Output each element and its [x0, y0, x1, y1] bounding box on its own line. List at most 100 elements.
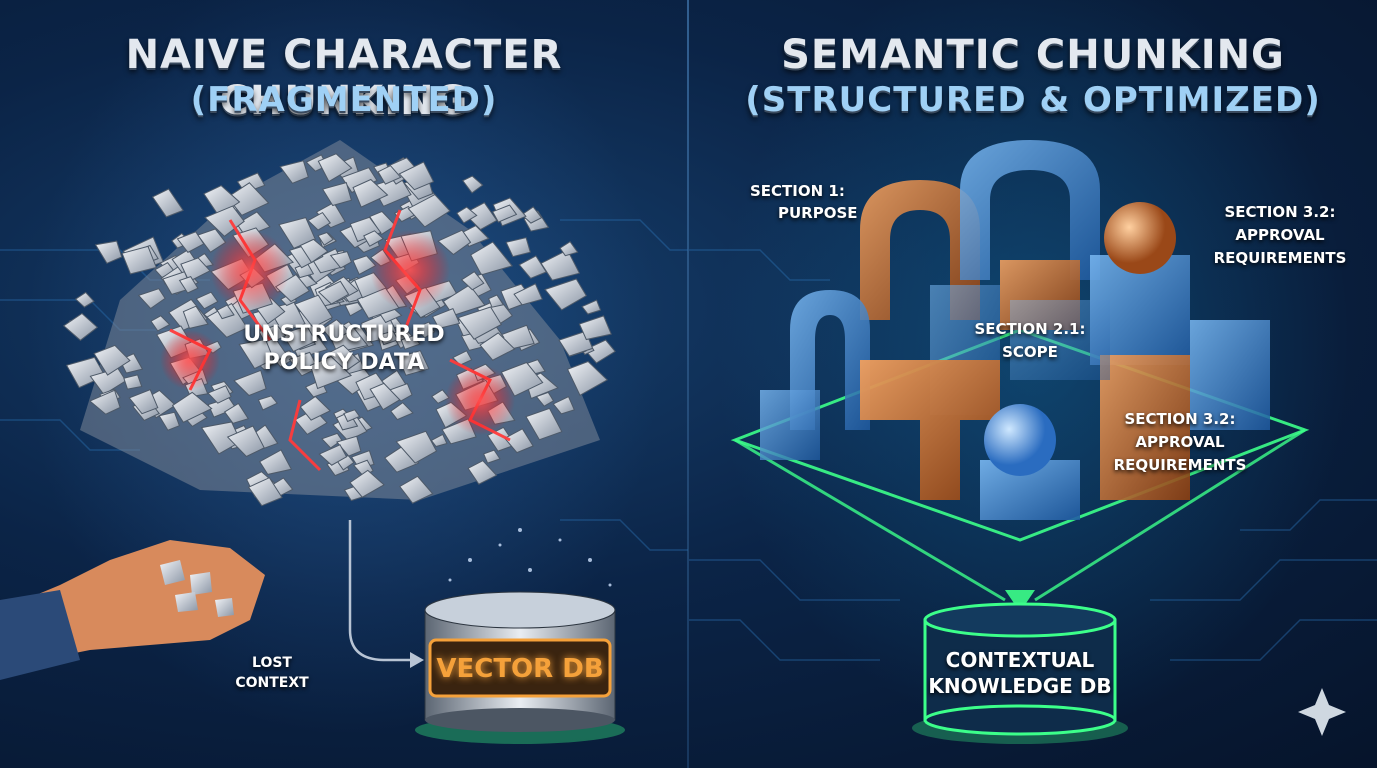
shard [216, 304, 235, 320]
shard [363, 230, 385, 247]
contextual-db-line2: KNOWLEDGE DB [928, 674, 1112, 698]
right-title-line1: SEMANTIC CHUNKING [781, 32, 1285, 78]
unstructured-label-line1: UNSTRUCTURED [243, 322, 445, 347]
shard [204, 205, 245, 237]
shard [336, 435, 362, 457]
particle-burst [448, 528, 612, 587]
shard [578, 315, 612, 341]
shard [467, 460, 498, 485]
semantic-blocks [760, 140, 1270, 520]
shard [238, 338, 275, 370]
shard [390, 402, 414, 421]
section21-line1: SECTION 2.1: [974, 320, 1086, 338]
shard [483, 449, 501, 464]
shard [317, 280, 350, 305]
shard [307, 211, 331, 231]
shard [430, 433, 448, 448]
shard [321, 181, 353, 207]
vector-db-cylinder [415, 591, 625, 744]
section32a-line1: SECTION 3.2: [1224, 203, 1336, 221]
shard [518, 255, 547, 279]
shard [121, 245, 157, 275]
shard [379, 330, 399, 346]
shard [395, 430, 438, 464]
shard [309, 355, 353, 390]
shard [299, 238, 329, 264]
unstructured-label-line2: POLICY DATA [263, 350, 425, 375]
shard [176, 231, 205, 253]
shard [294, 294, 334, 329]
shard [414, 321, 436, 339]
shard [317, 153, 353, 183]
section32a-line3: REQUIREMENTS [1213, 249, 1347, 267]
section32a-line2: APPROVAL [1235, 226, 1325, 244]
section32b-line3: REQUIREMENTS [1113, 456, 1247, 474]
shard [343, 409, 361, 423]
shard [158, 411, 181, 431]
flow-arrow [348, 520, 410, 662]
contextual-db-cylinder [912, 602, 1128, 744]
shard [457, 306, 503, 340]
shard [128, 389, 159, 415]
orange-sphere [1104, 202, 1176, 274]
four-point-star-icon [1298, 688, 1346, 736]
shard [294, 262, 315, 279]
shard [88, 389, 121, 415]
shard [397, 350, 430, 376]
shard [324, 344, 361, 375]
shard [488, 294, 505, 308]
shard [200, 421, 242, 455]
shard [491, 204, 518, 223]
left-title-line2: (FRAGMENTED) [190, 80, 498, 120]
shard [525, 407, 563, 441]
shard [317, 231, 334, 246]
shard [452, 350, 473, 366]
shard [93, 344, 131, 376]
shard [369, 382, 401, 411]
shard [288, 351, 319, 377]
shard [321, 318, 351, 342]
shard [223, 402, 250, 424]
contextual-db-line1: CONTEXTUAL [945, 648, 1095, 672]
blue-sphere [984, 404, 1056, 476]
shard [462, 175, 484, 194]
shard [279, 160, 309, 184]
shard [150, 315, 171, 332]
shard [566, 360, 609, 396]
fragmented-data-illustration [0, 140, 625, 744]
shard [470, 241, 513, 276]
shard [206, 302, 248, 338]
shard [258, 449, 293, 475]
funnel-arrow [1005, 590, 1035, 612]
shard [233, 369, 267, 397]
shard [182, 305, 209, 329]
shard [431, 389, 450, 404]
shard [318, 444, 348, 466]
shard [581, 299, 602, 315]
shard [180, 257, 211, 283]
panel-divider [687, 0, 689, 768]
shard [123, 374, 143, 390]
shard [315, 201, 346, 229]
shard [137, 288, 166, 310]
funnel-lines [734, 428, 1306, 602]
shard [171, 391, 213, 423]
section1-line2: PURPOSE [778, 204, 858, 222]
shard [195, 291, 219, 310]
shard [513, 283, 543, 306]
section21-line2: SCOPE [1002, 343, 1058, 361]
vector-db-label: VECTOR DB [436, 654, 604, 684]
shard [349, 469, 385, 498]
shard [505, 237, 531, 258]
lost-context-line1: LOST [252, 655, 292, 671]
right-title-line2: (STRUCTURED & OPTIMIZED) [745, 80, 1321, 120]
shard [552, 396, 575, 415]
shard [299, 395, 331, 421]
shard [479, 332, 516, 361]
shard [398, 161, 435, 191]
shard [226, 425, 265, 458]
shard [74, 291, 95, 308]
left-title-line1: NAIVE CHARACTER CHUNKING [125, 32, 563, 124]
shard [62, 312, 99, 341]
